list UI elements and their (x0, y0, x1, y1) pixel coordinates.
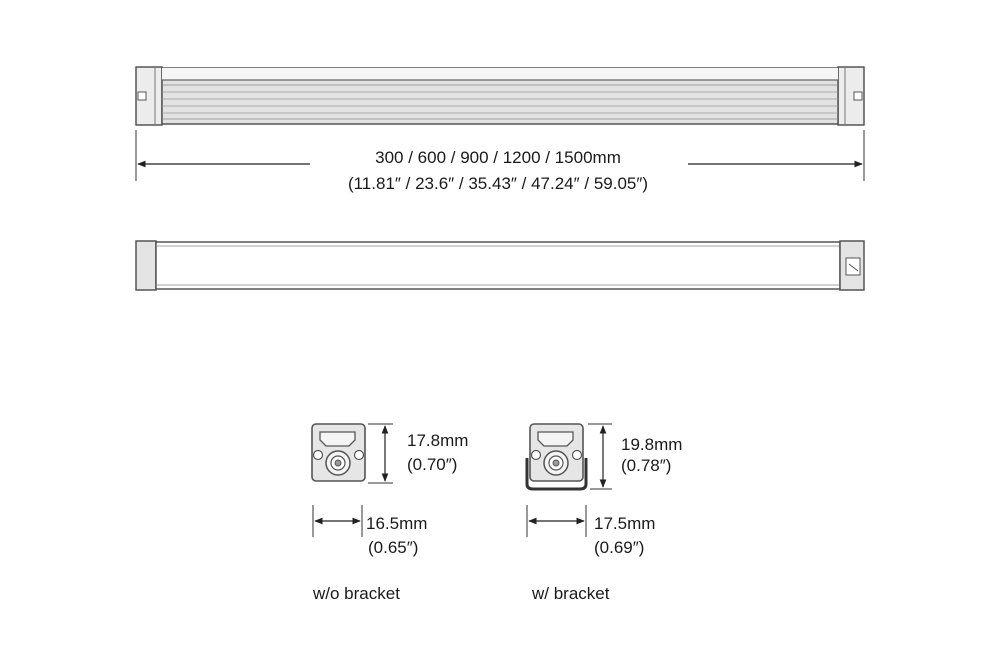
side-body (155, 241, 841, 290)
width-inch-label: (0.65″) (368, 538, 418, 557)
width-mm-label: 16.5mm (366, 514, 427, 533)
length-inch-label: (11.81″ / 23.6″ / 35.43″ / 47.24″ / 59.0… (348, 174, 648, 193)
height-mm-label: 19.8mm (621, 435, 682, 454)
profile-with-bracket: 19.8mm (0.78″) 17.5mm (0.69″) w/ bracket (525, 423, 682, 603)
height-inch-label: (0.70″) (407, 455, 457, 474)
caption-with-bracket: w/ bracket (531, 584, 610, 603)
side-left-cap (135, 240, 157, 291)
length-mm-label: 300 / 600 / 900 / 1200 / 1500mm (375, 148, 621, 167)
bar-side-view (135, 240, 865, 291)
profile-without-bracket: 17.8mm (0.70″) 16.5mm (0.65″) w/o bracke… (311, 423, 468, 603)
height-mm-label: 17.8mm (407, 431, 468, 450)
length-dimension: 300 / 600 / 900 / 1200 / 1500mm (11.81″ … (135, 130, 865, 193)
mounting-bracket (525, 458, 588, 491)
width-mm-label: 17.5mm (594, 514, 655, 533)
height-inch-label: (0.78″) (621, 456, 671, 475)
width-inch-label: (0.69″) (594, 538, 644, 557)
caption-without-bracket: w/o bracket (312, 584, 400, 603)
bar-front-view (135, 66, 865, 126)
